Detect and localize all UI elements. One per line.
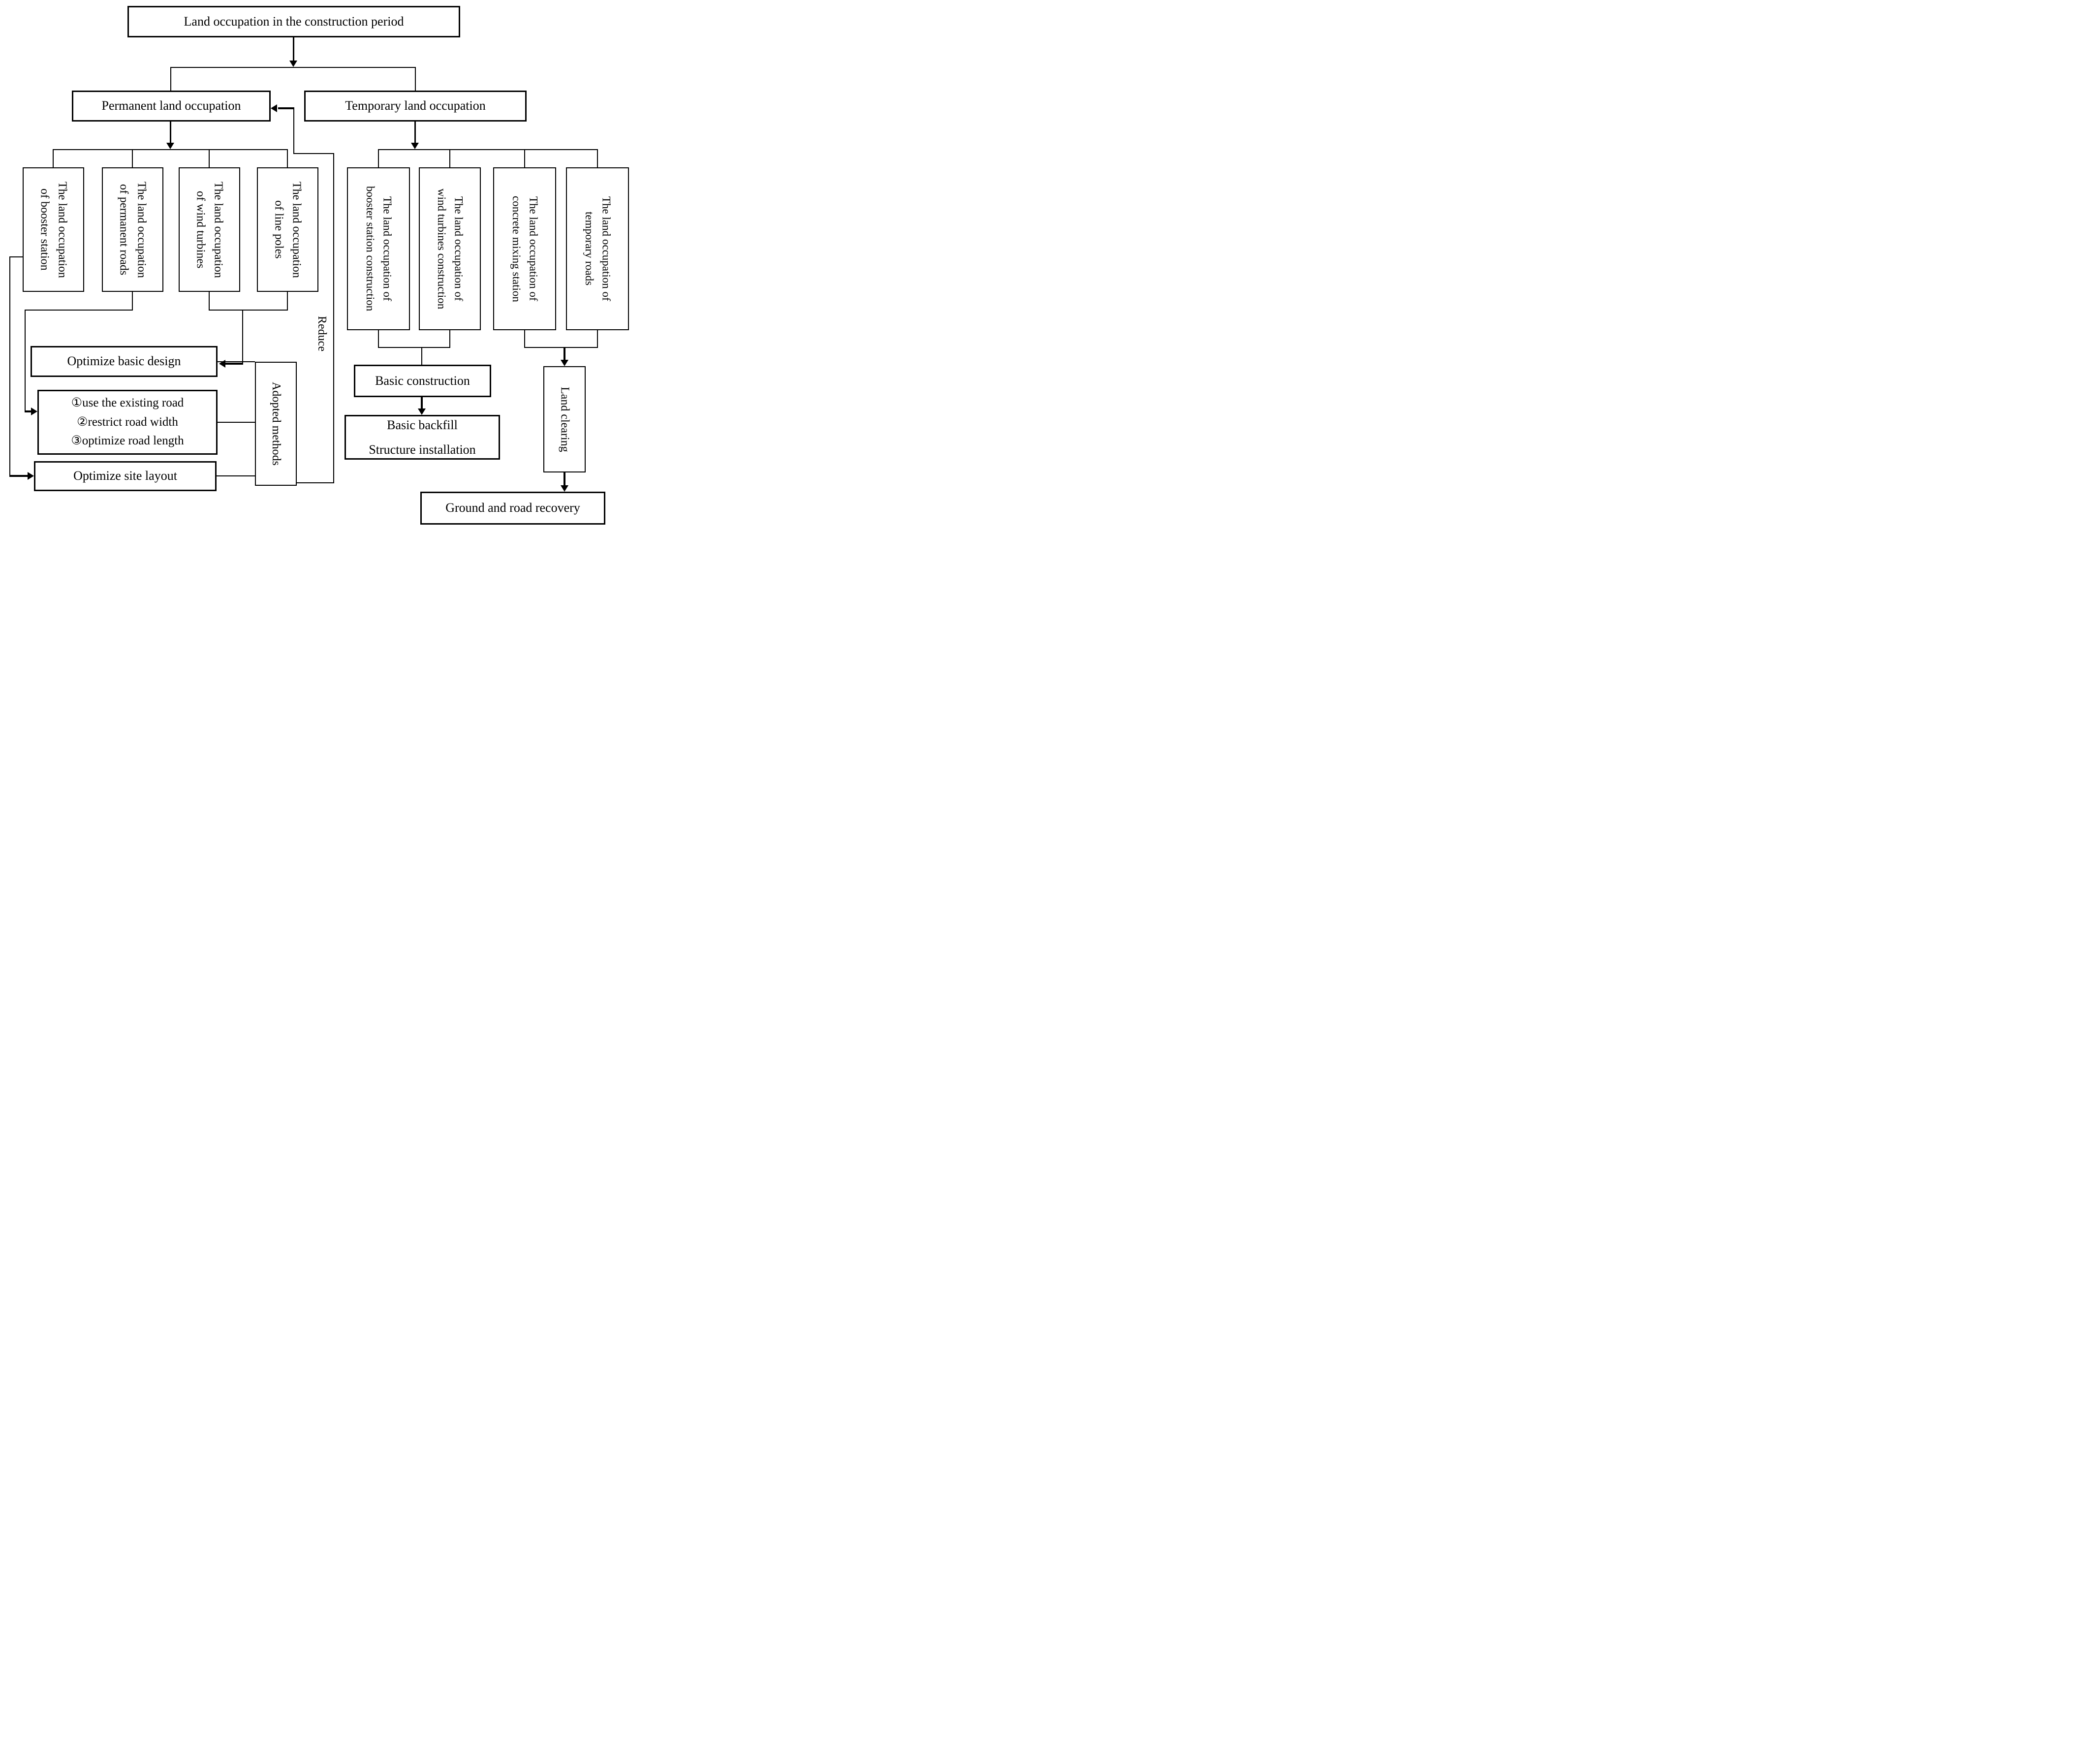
edge-reduce-arrowhead <box>271 104 277 112</box>
temporary-item-booster-construction-label: The land occupation of booster station c… <box>364 186 394 312</box>
edge-roads-horizontal <box>25 310 133 311</box>
land-clearing-box: Land clearing <box>543 366 586 472</box>
edge-reduce-jog-horizontal <box>293 153 334 154</box>
edge-landclearing-arrowhead <box>561 360 568 366</box>
edge-temporary-down-shaft <box>414 122 416 144</box>
edge-basic-design-arrow-shaft <box>225 363 243 365</box>
edge-roadmethods-adopted <box>218 422 255 423</box>
edge-tbooster-stub <box>378 330 379 347</box>
edge-title-branch-shaft <box>293 37 294 62</box>
edge-ground-arrowhead <box>561 485 568 492</box>
edge-left-drop-3 <box>209 149 210 167</box>
edge-booster-left-stub <box>9 256 23 257</box>
permanent-item-permanent-roads-label: The land occupation of permanent roads <box>117 181 148 278</box>
edge-right-drop-3 <box>524 149 525 167</box>
basic-backfill-box: Basic backfill Structure installation <box>345 415 500 460</box>
basic-construction-box: Basic construction <box>354 365 491 397</box>
edge-site-arrow-shaft <box>9 475 28 477</box>
permanent-land-box: Permanent land occupation <box>72 91 271 122</box>
edge-temporary-down-arrowhead <box>411 143 419 149</box>
temporary-item-temporary-roads-label: The land occupation of temporary roads <box>583 196 613 301</box>
edge-reduce-jog-vertical <box>293 108 294 154</box>
temporary-item-temporary-roads: The land occupation of temporary roads <box>566 167 629 330</box>
edge-roads-stub-down <box>132 292 133 310</box>
permanent-item-line-poles: The land occupation of line poles <box>257 167 318 292</box>
temporary-land-box: Temporary land occupation <box>304 91 527 122</box>
permanent-item-booster-station-label: The land occupation of booster station <box>38 181 69 278</box>
edge-right-drop-4 <box>597 149 598 167</box>
edge-sitelayout-adopted <box>217 475 255 476</box>
permanent-item-line-poles-label: The land occupation of line poles <box>272 181 303 278</box>
reduce-label: Reduce <box>315 316 328 351</box>
edge-left-drop-1 <box>53 149 54 167</box>
permanent-item-wind-turbines-label: The land occupation of wind turbines <box>194 181 225 278</box>
edge-tconcrete-stub <box>524 330 525 347</box>
edge-permanent-down-arrowhead <box>166 143 174 149</box>
edge-t34-drop-shaft <box>564 347 565 361</box>
adopted-methods-box: Adopted methods <box>255 362 297 486</box>
edge-site-arrowhead <box>28 472 34 480</box>
edge-left-connector <box>53 149 288 150</box>
temporary-item-booster-construction: The land occupation of booster station c… <box>347 167 410 330</box>
edge-twind-stub <box>449 330 450 347</box>
permanent-item-wind-turbines: The land occupation of wind turbines <box>179 167 240 292</box>
edge-t12-drop <box>421 347 422 365</box>
temporary-item-concrete-mixing-label: The land occupation of concrete mixing s… <box>510 195 540 302</box>
edge-left-drop-2 <box>132 149 133 167</box>
edge-branch-drop-permanent <box>170 67 171 91</box>
edge-left-drop-4 <box>287 149 288 167</box>
edge-reduce-vertical <box>333 153 334 483</box>
permanent-item-booster-station: The land occupation of booster station <box>23 167 84 292</box>
edge-roads-vertical <box>25 310 26 412</box>
edge-right-connector <box>378 149 598 150</box>
adopted-methods-label: Adopted methods <box>269 382 282 466</box>
temporary-item-concrete-mixing: The land occupation of concrete mixing s… <box>493 167 556 330</box>
edge-booster-vertical <box>9 256 10 476</box>
flowchart-canvas: Land occupation in the construction peri… <box>0 0 630 527</box>
edge-troads-stub <box>597 330 598 347</box>
edge-roads-arrow-shaft <box>25 410 32 412</box>
edge-permanent-down-shaft <box>170 122 171 144</box>
edge-branch-drop-temporary <box>415 67 416 91</box>
edge-reduce-bottom <box>297 482 334 483</box>
title-box: Land occupation in the construction peri… <box>127 6 460 37</box>
road-methods-box: ①use the existing road ②restrict road wi… <box>37 390 218 455</box>
temporary-item-wind-construction-label: The land occupation of wind turbines con… <box>436 188 465 310</box>
land-clearing-label: Land clearing <box>558 386 571 452</box>
optimize-site-layout-box: Optimize site layout <box>34 461 217 491</box>
ground-road-recovery-box: Ground and road recovery <box>420 492 605 525</box>
edge-reduce-arrow-shaft <box>278 107 294 109</box>
edge-wind-poles-merge <box>209 310 288 311</box>
edge-merge-drop <box>242 310 243 364</box>
permanent-item-permanent-roads: The land occupation of permanent roads <box>102 167 163 292</box>
edge-roads-arrowhead <box>31 408 37 415</box>
edge-right-drop-1 <box>378 149 379 167</box>
edge-construction-backfill-shaft <box>421 397 423 409</box>
edge-right-drop-2 <box>449 149 450 167</box>
edge-land-ground-shaft <box>564 472 565 486</box>
edge-basicdesign-adopted <box>218 361 255 362</box>
temporary-item-wind-construction: The land occupation of wind turbines con… <box>419 167 481 330</box>
edge-poles-stub-down <box>287 292 288 310</box>
edge-construction-backfill-arrowhead <box>418 408 426 415</box>
optimize-basic-design-box: Optimize basic design <box>31 346 218 377</box>
edge-branch-horizontal <box>170 67 416 68</box>
edge-title-branch-arrowhead <box>289 61 297 67</box>
edge-t12-merge <box>378 347 450 348</box>
edge-wind-stub-down <box>209 292 210 310</box>
edge-t34-merge <box>524 347 598 348</box>
